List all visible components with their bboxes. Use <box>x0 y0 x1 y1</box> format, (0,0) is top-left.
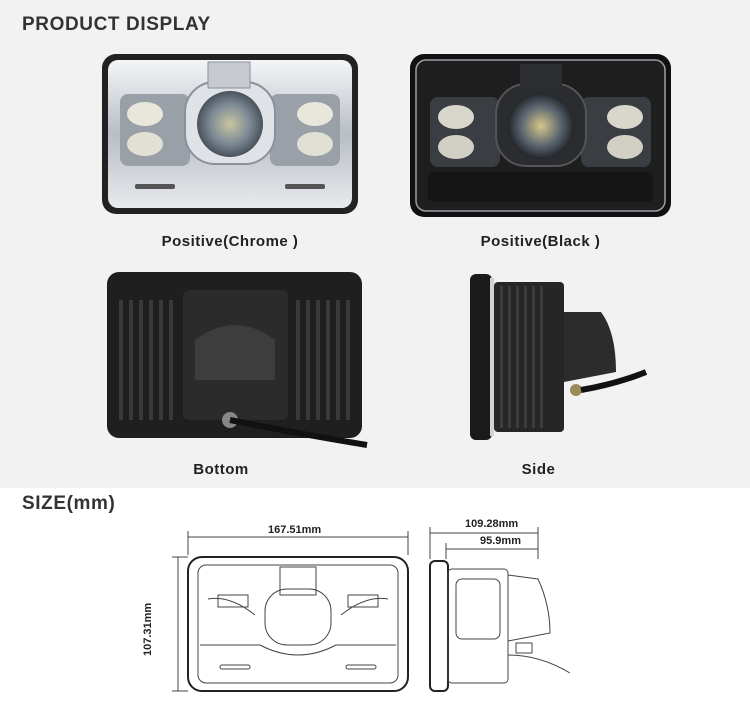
width-dimension-label: 167.51mm <box>268 524 322 536</box>
product-display-heading: PRODUCT DISPLAY <box>22 14 211 35</box>
total-depth-dimension-label: 109.28mm <box>465 518 519 530</box>
headlight-black-front-photo <box>410 54 671 217</box>
front-dimension-drawing <box>172 531 409 692</box>
height-dimension-label: 107.31mm <box>142 602 154 656</box>
caption-bottom: Bottom <box>193 461 249 478</box>
side-dimension-drawing <box>429 527 571 692</box>
caption-black: Positive(Black ) <box>480 233 601 250</box>
headlight-bottom-photo <box>107 272 368 448</box>
caption-chrome: Positive(Chrome ) <box>161 233 299 250</box>
headlight-chrome-front-photo <box>102 54 358 214</box>
body-depth-dimension-label: 95.9mm <box>480 535 521 547</box>
caption-side: Side <box>521 461 556 478</box>
size-heading: SIZE(mm) <box>22 493 116 514</box>
headlight-side-photo <box>470 274 648 440</box>
